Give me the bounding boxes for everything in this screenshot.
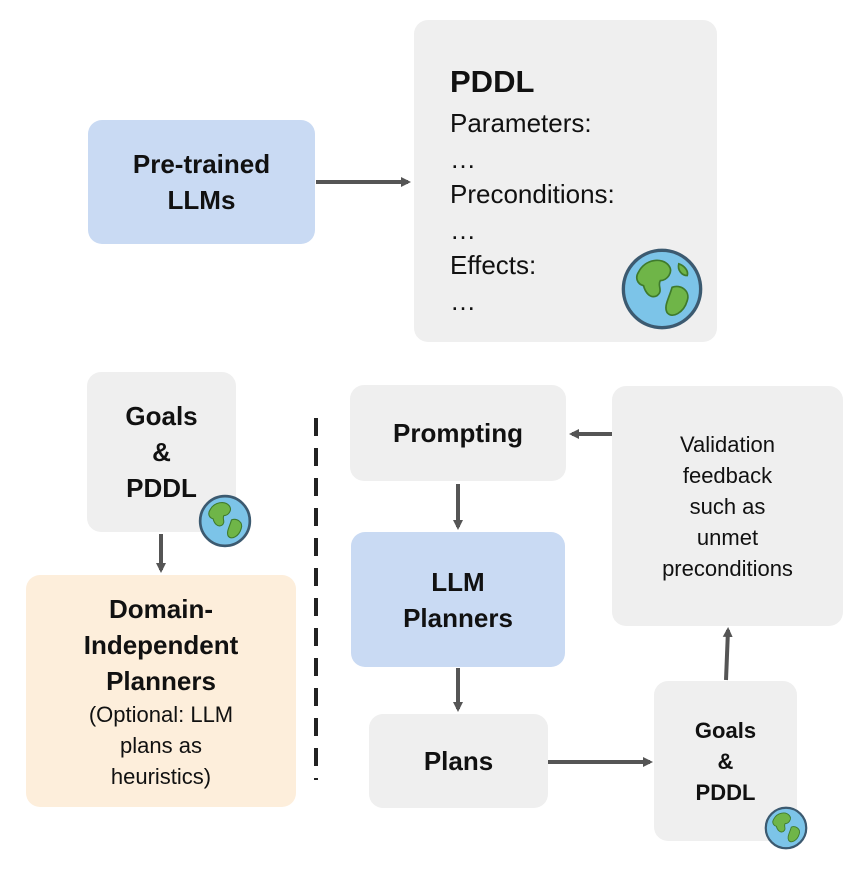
goals-right-line1: Goals: [694, 717, 757, 743]
pddl-title: PDDL: [450, 64, 535, 99]
dip-title-line3: Planners: [106, 665, 216, 696]
llm-planners-box: LLM Planners: [351, 532, 565, 667]
dip-note-line3: heuristics): [110, 763, 212, 789]
goals-left-line1: Goals: [125, 401, 198, 431]
validation-line2: feedback: [682, 462, 773, 488]
globe-icon: [621, 248, 703, 330]
prompting-box: Prompting: [350, 385, 566, 481]
arrow-goals-to-validation: [722, 627, 733, 681]
globe-icon-small: [198, 494, 252, 548]
plans-label: Plans: [423, 746, 494, 776]
prompting-label: Prompting: [393, 418, 523, 448]
pddl-parameters-label: Parameters:: [450, 108, 592, 138]
pretrained-llms-box: Pre-trained LLMs: [88, 120, 315, 244]
pddl-card: PDDL Parameters: … Preconditions: … Effe…: [414, 20, 717, 342]
llm-planners-line1: LLM: [431, 566, 485, 597]
goals-left-line3: PDDL: [126, 473, 197, 503]
validation-line1: Validation: [680, 431, 775, 457]
goals-right-line2: &: [717, 748, 734, 774]
domain-independent-planners-box: Domain- Independent Planners (Optional: …: [26, 575, 296, 807]
validation-line4: unmet: [696, 524, 759, 550]
dip-title-line2: Independent: [83, 629, 239, 660]
validation-feedback-box: Validation feedback such as unmet precon…: [612, 386, 843, 626]
pddl-effects-value: …: [450, 285, 476, 316]
validation-line5: preconditions: [662, 555, 793, 581]
dip-note-line2: plans as: [120, 732, 202, 758]
pretrained-label-line1: Pre-trained: [132, 149, 271, 179]
plans-box: Plans: [369, 714, 548, 808]
dip-title-line1: Domain-: [109, 593, 213, 624]
goals-right-line3: PDDL: [695, 779, 756, 805]
pddl-preconditions-value: …: [450, 214, 476, 245]
pddl-preconditions-label: Preconditions:: [450, 179, 615, 209]
llm-planners-line2: Planners: [403, 602, 513, 633]
goals-left-line2: &: [152, 437, 171, 467]
dip-note-line1: (Optional: LLM: [88, 701, 234, 727]
globe-icon-small-right: [764, 806, 808, 850]
pddl-effects-label: Effects:: [450, 250, 537, 280]
pretrained-label-line2: LLMs: [167, 185, 236, 215]
pddl-parameters-value: …: [450, 143, 476, 174]
validation-line3: such as: [689, 493, 766, 519]
